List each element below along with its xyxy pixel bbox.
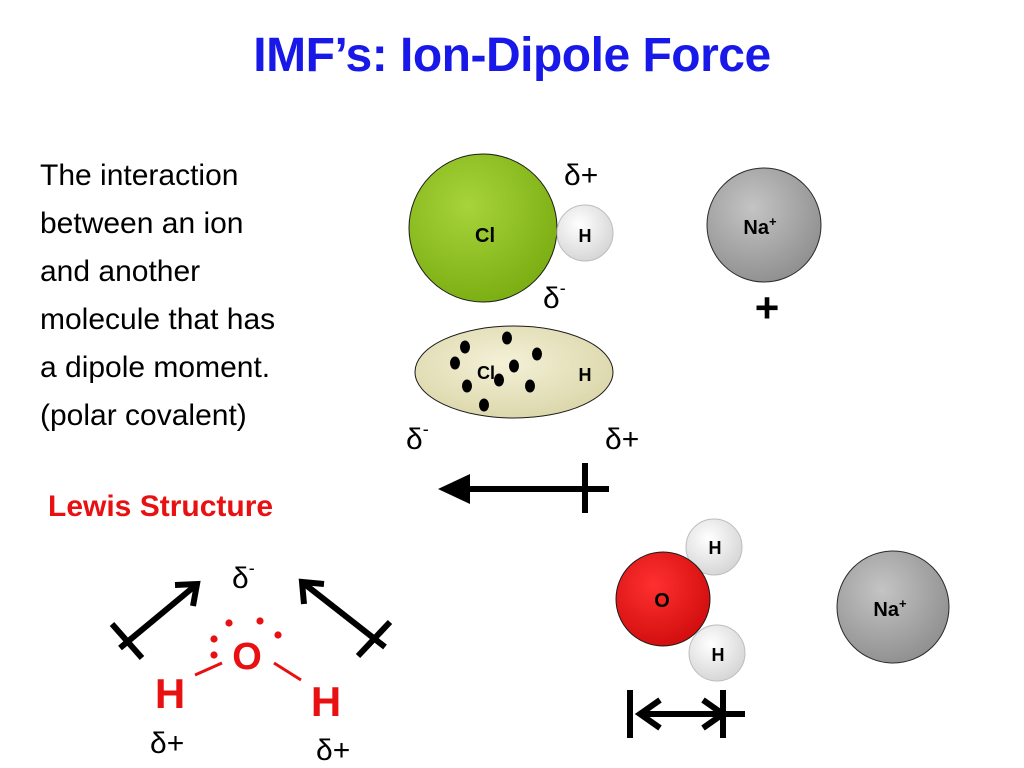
electron-dot [462,379,472,393]
lone-pair-dot [210,651,218,659]
arrow-head [438,474,470,504]
definition-line: between an ion [40,207,244,240]
sodium-atom [706,167,822,283]
arrow-shaft [118,582,198,651]
lewis-hydrogen-right-label: H [311,678,341,725]
delta-symbol: δ [543,282,560,315]
lewis-dipole-arrow-right [298,578,393,659]
lone-pair-dot [274,631,282,639]
water-molecule: O H H [615,518,746,682]
charge-superscript: + [899,596,907,611]
electron-dot [450,356,460,370]
bond-right [273,661,302,682]
electron-dot [509,359,519,373]
arrow-head [634,697,662,731]
sodium-label: Na+ [873,596,907,621]
lewis-delta-plus-right: δ+ [316,734,350,767]
sodium-symbol: Na [873,599,899,621]
lewis-oxygen-label: O [232,636,262,678]
arrow-head [701,697,729,731]
sodium-symbol: Na [743,217,769,239]
lone-pair-dot [256,617,264,625]
hydrogen-atom [556,204,614,262]
water-hydrogen-bottom-label: H [712,645,725,665]
charge-superscript: + [769,214,777,229]
oxygen-atom [615,551,711,647]
electron-dot [532,347,542,361]
lone-pair-dots [210,617,282,659]
slide-title: IMF’s: Ion-Dipole Force [253,29,771,82]
arrow-head [174,580,201,607]
chlorine-label: Cl [475,225,495,247]
electron-dot [502,331,512,345]
lone-pair-dot [225,619,233,627]
cloud-hydrogen-label: H [579,365,592,385]
minus-superscript: - [423,419,429,439]
bond-left [194,661,223,677]
water-hydrogen-bottom [688,624,746,682]
hcl-molecule: Cl H [408,153,614,303]
minus-superscript: - [249,558,255,578]
delta-symbol: δ [232,562,249,595]
oxygen-label: O [654,590,670,612]
arrow-head [298,578,325,605]
electron-dots [450,331,542,412]
lewis-delta-minus-label: δ- [232,558,255,595]
delta-minus-label: δ- [543,278,566,315]
lewis-structure-heading: Lewis Structure [48,490,274,523]
lewis-dipole-arrow-left [109,580,201,660]
arrow-cross [109,622,145,660]
sodium-ion-bottom: Na+ [836,550,950,664]
electron-dot [479,398,489,412]
water-hydrogen-top-label: H [709,538,722,558]
sodium-label: Na+ [743,214,777,239]
definition-text: The interaction between an ion and anoth… [40,152,380,440]
electron-dot [494,373,504,387]
hydrogen-label: H [579,226,592,246]
dipole-arrow-hcl [438,463,609,513]
definition-line: and another [40,255,201,288]
lewis-hydrogen-left-label: H [155,670,185,717]
definition-line: molecule that has [40,303,276,336]
water-hydrogen-top [685,518,743,576]
lewis-structure-water: δ- O H H δ+ δ+ [109,558,393,767]
minus-superscript: - [560,278,566,298]
electron-dot [460,340,470,354]
arrow-cross [355,619,393,659]
lewis-delta-plus-left: δ+ [150,727,184,760]
definition-line: a dipole moment. [40,351,271,384]
dipole-arrow-water [627,690,745,738]
positive-sign: + [755,284,780,331]
definition-line: (polar covalent) [40,399,247,432]
cloud-delta-plus-label: δ+ [605,423,639,456]
delta-plus-label: δ+ [564,159,598,192]
delta-symbol: δ [406,423,423,456]
arrow-shaft [300,579,387,650]
cloud-delta-minus-label: δ- [406,419,429,456]
electron-dot [525,379,535,393]
cloud-chlorine-label: Cl [477,363,495,383]
sodium-atom [836,550,950,664]
definition-line: The interaction [40,159,239,192]
lone-pair-dot [210,635,218,643]
sodium-ion-top: Na+ [706,167,822,283]
hcl-electron-cloud: Cl H [414,325,614,419]
